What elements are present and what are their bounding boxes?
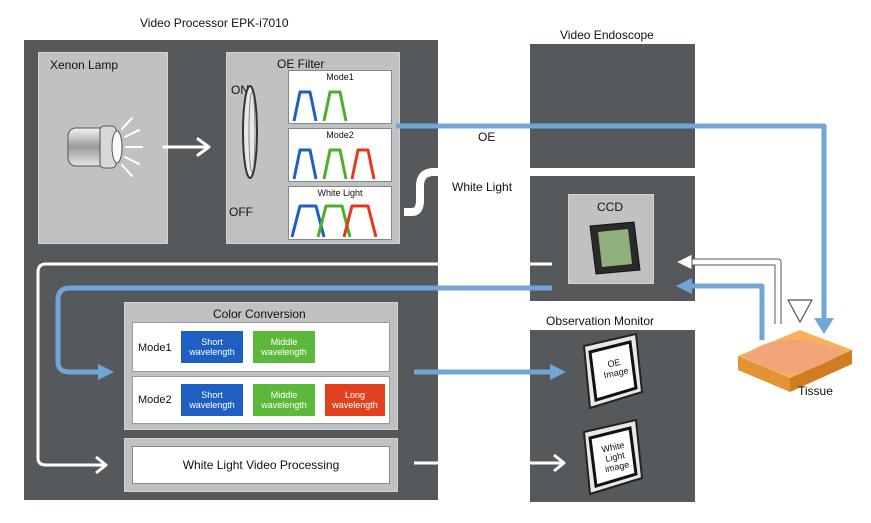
processor-title: Video Processor EPK-i7010 (140, 16, 289, 30)
filter-mode1-label: Mode1 (326, 72, 354, 82)
filter-white-light: White Light (288, 186, 392, 240)
filter-mode2-label: Mode2 (326, 130, 354, 140)
xenon-lamp-box: Xenon Lamp (38, 52, 168, 244)
tissue-label: Tissue (798, 384, 833, 398)
filter-mode1: Mode1 (288, 70, 392, 124)
wl-processing-box: White Light Video Processing (132, 446, 390, 484)
observation-monitor-panel (530, 330, 695, 502)
cc-mode2-label: Mode2 (138, 394, 172, 406)
cc-mode2-short-chip: Short wavelength (181, 384, 243, 416)
filter-on-label: ON (231, 83, 249, 97)
cc-row-mode1: Mode1 Short wavelength Middle wavelength (132, 322, 390, 372)
monitor-title: Observation Monitor (546, 314, 655, 328)
ccd-box: CCD (568, 194, 654, 284)
cc-mode1-short-chip: Short wavelength (181, 331, 243, 363)
cc-mode2-long-chip: Long wavelength (325, 384, 385, 416)
cc-mode1-label: Mode1 (138, 342, 172, 354)
filter-mode2: Mode2 (288, 128, 392, 182)
xenon-lamp-label: Xenon Lamp (50, 58, 119, 72)
endoscope-title: Video Endoscope (560, 28, 654, 42)
filter-off-label: OFF (229, 205, 253, 219)
filter-white-light-label: White Light (317, 188, 363, 198)
cc-mode1-middle-chip: Middle wavelength (253, 331, 315, 363)
tissue-to-ccd-blue-arrow (690, 283, 765, 340)
cc-row-mode2: Mode2 Short wavelength Middle wavelength… (132, 376, 390, 424)
oe-path-label: OE (478, 130, 496, 144)
cc-mode2-middle-chip: Middle wavelength (253, 384, 315, 416)
tissue-to-ccd-white-arrow (690, 258, 782, 324)
tissue-icon (738, 330, 852, 392)
ccd-label: CCD (597, 200, 623, 214)
white-light-path-label: White Light (452, 180, 513, 194)
color-conversion-title: Color Conversion (213, 307, 306, 321)
oe-filter-title: OE Filter (277, 57, 325, 71)
